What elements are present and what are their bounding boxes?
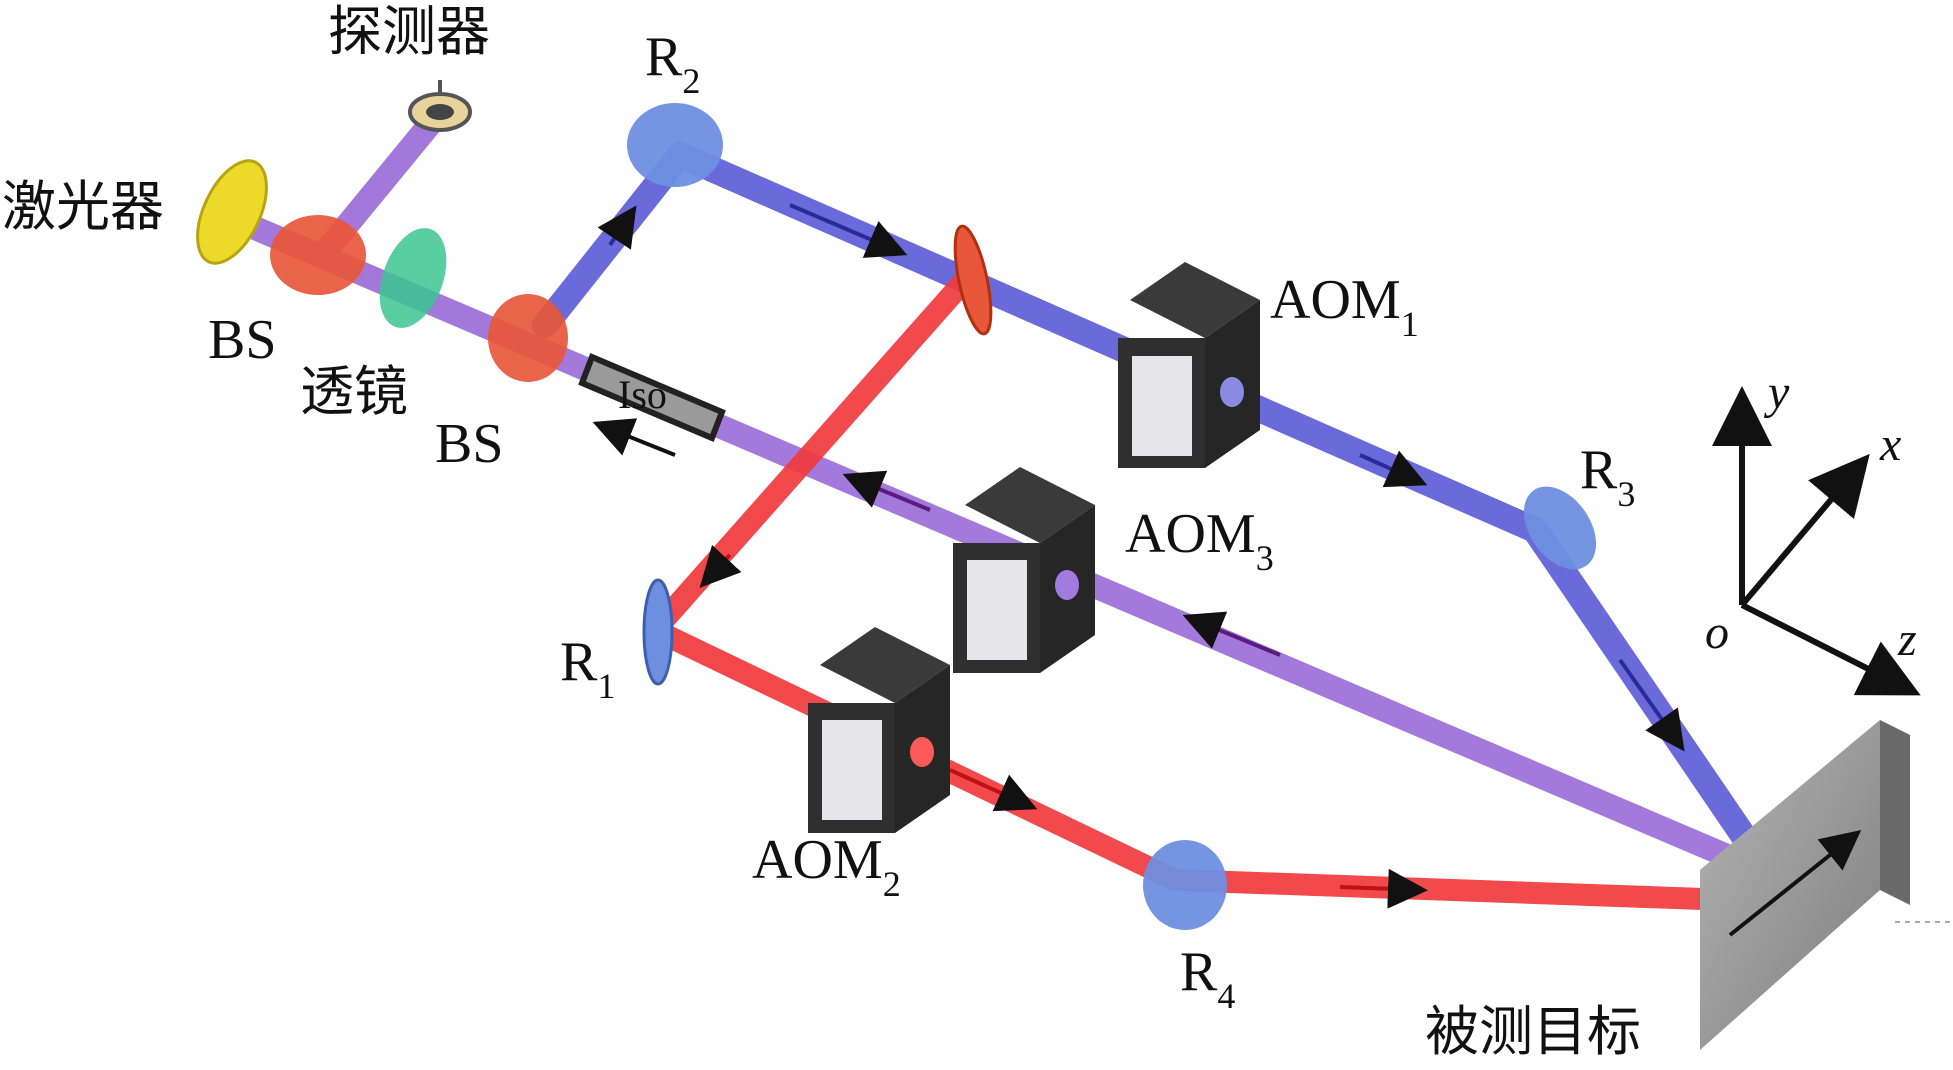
lens-label: 透镜 (300, 360, 408, 423)
mirror-r2 (627, 103, 723, 187)
aom3-label: AOM3 (1125, 503, 1274, 578)
aom1-box (1118, 262, 1260, 468)
isolator: Iso (578, 353, 726, 442)
return-beam-arrows (842, 470, 1281, 657)
beam-splitter-red (953, 224, 993, 336)
bs1-label: BS (208, 309, 277, 371)
detector-label: 探测器 (328, 0, 490, 63)
beam-direction-arrows (597, 203, 1685, 752)
mirror-r1 (642, 578, 674, 686)
axis-y-label: y (1763, 366, 1790, 419)
aom2-box (808, 627, 950, 833)
laser-label: 激光器 (2, 175, 164, 238)
axis-z-label: z (1897, 613, 1917, 666)
r3-label: R3 (1580, 439, 1635, 514)
r1-label: R1 (560, 631, 615, 706)
mirror-r3 (1523, 486, 1597, 570)
axis-origin-label: o (1705, 606, 1729, 659)
beam-splitter-1 (270, 215, 366, 295)
target-label: 被测目标 (1425, 1000, 1641, 1063)
aom3-box (953, 467, 1095, 673)
r2-label: R2 (645, 26, 700, 101)
laser-disk (196, 159, 268, 265)
aom2-label: AOM2 (752, 829, 901, 904)
iso-label: Iso (618, 372, 667, 417)
bs2-label: BS (435, 413, 504, 475)
coordinate-axes (1712, 386, 1921, 696)
isolator-arrow (592, 418, 676, 457)
mirror-r4 (1143, 840, 1227, 930)
detector-icon (408, 80, 472, 132)
lens-icon (379, 228, 447, 328)
target-block (1700, 720, 1910, 1050)
r4-label: R4 (1180, 941, 1235, 1016)
axis-x-label: x (1879, 418, 1901, 471)
aom1-label: AOM1 (1270, 269, 1419, 344)
red-beam-arrows (699, 544, 1428, 909)
beam-splitter-2 (488, 294, 568, 382)
